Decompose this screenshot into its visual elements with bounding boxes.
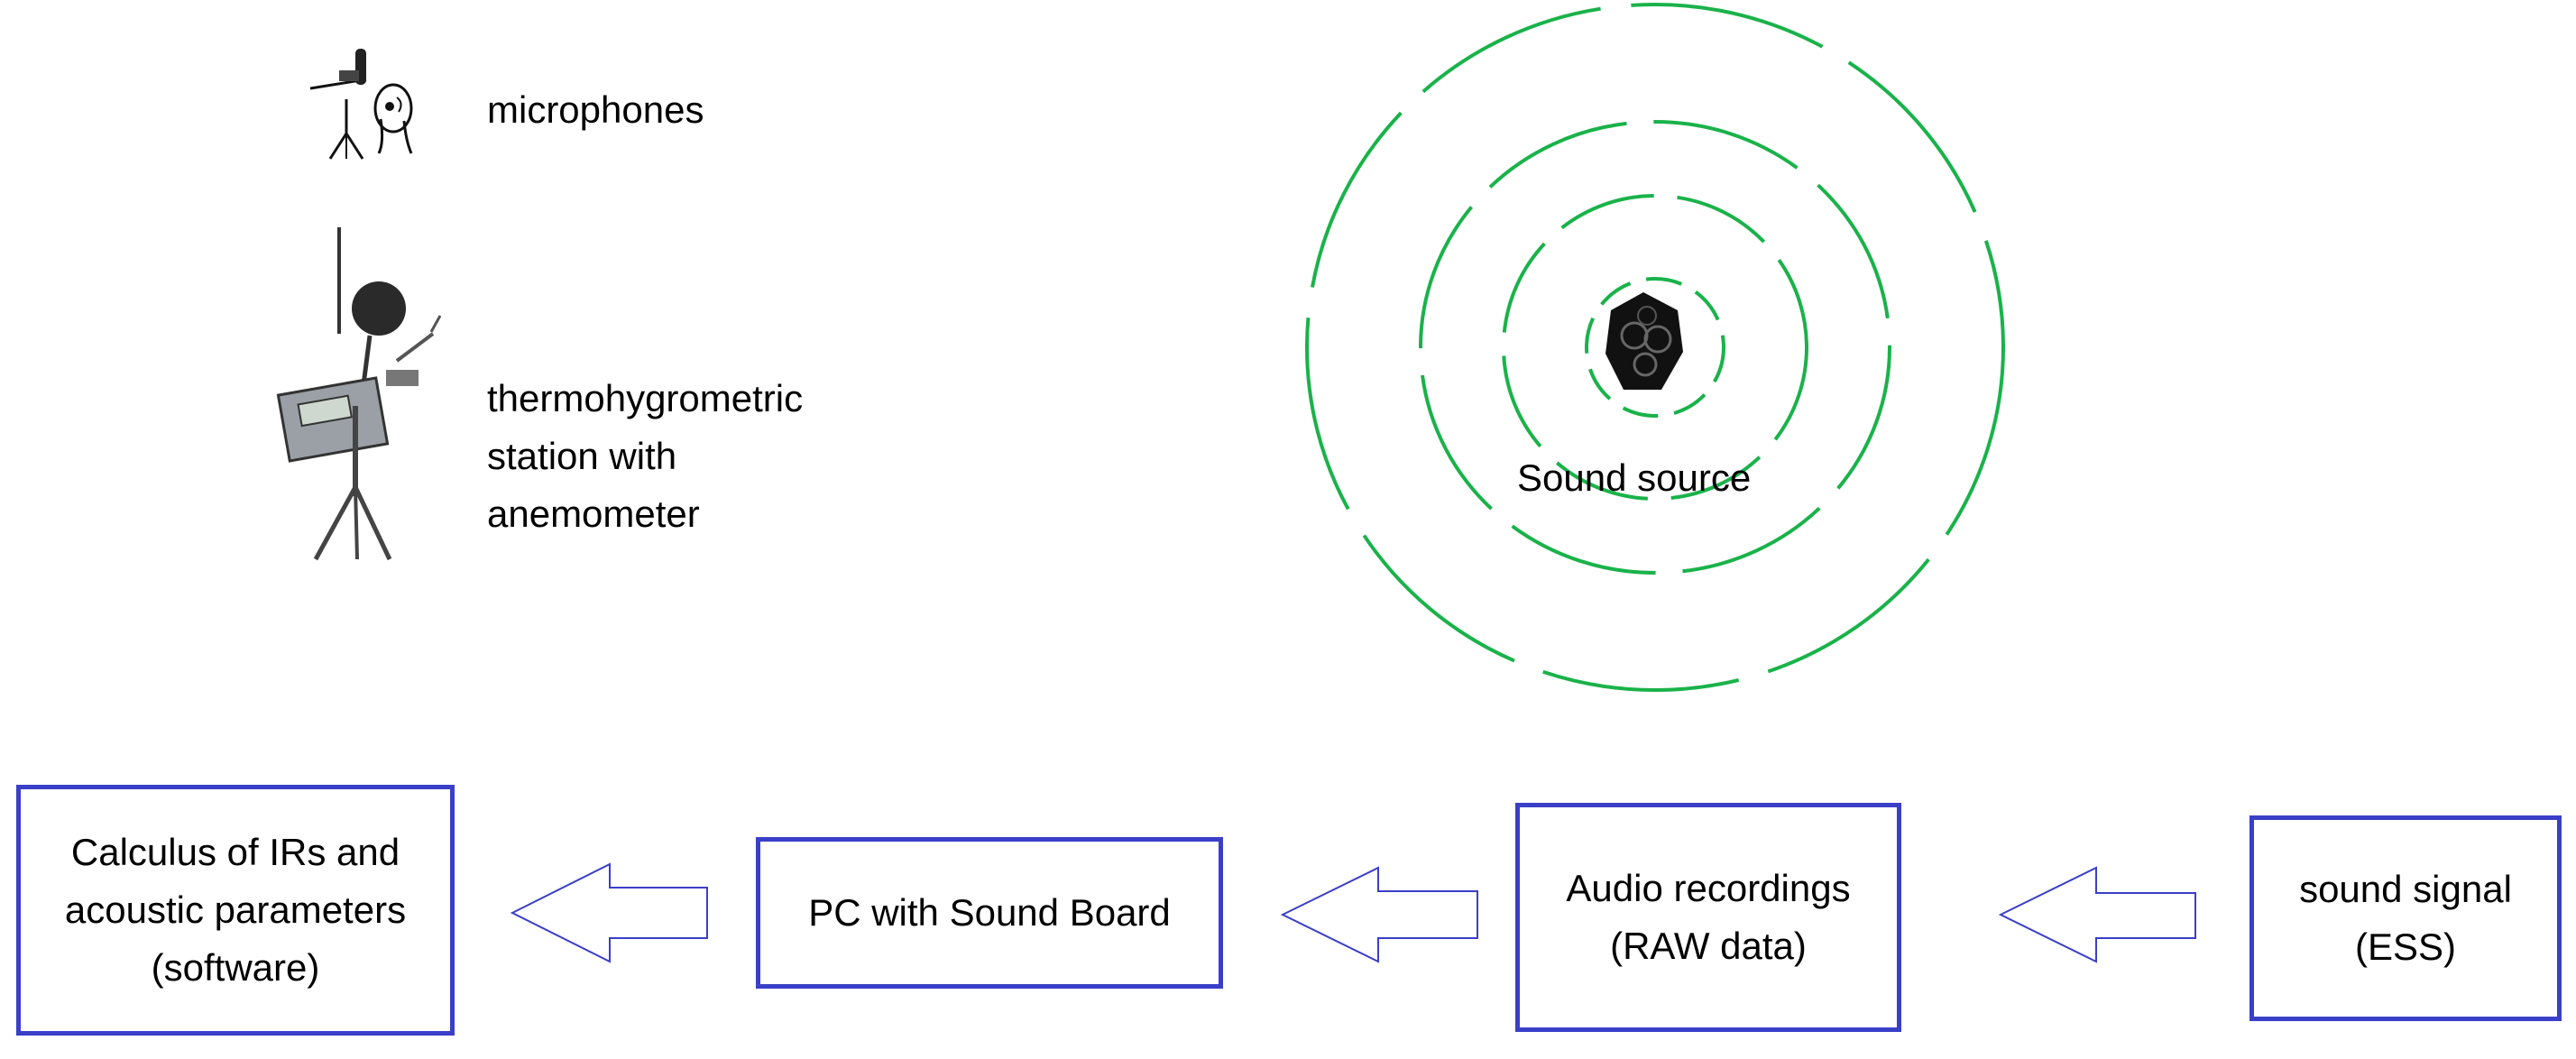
- weather-station-icon: [271, 226, 451, 561]
- sound-wave-ring: [1585, 277, 1725, 418]
- sound-signal-box: sound signal (ESS): [2249, 815, 2562, 1021]
- calculus-text: Calculus of IRs and acoustic parameters …: [64, 831, 407, 989]
- microphones-label: microphones: [487, 88, 704, 131]
- sound-wave-ring: [1419, 120, 1891, 575]
- station-label: thermohygrometric station with anemomete…: [487, 377, 804, 535]
- sound-source-label: Sound source: [1517, 456, 1752, 499]
- calculus-box: Calculus of IRs and acoustic parameters …: [16, 785, 455, 1036]
- arrow-signal-to-audio: [1998, 866, 2196, 963]
- loudspeaker-icon: [1602, 289, 1685, 395]
- sound-signal-text: sound signal (ESS): [2299, 868, 2512, 968]
- pc-box: PC with Sound Board: [756, 837, 1223, 989]
- arrow-pc-to-calculus: [510, 862, 708, 963]
- audio-recordings-box: Audio recordings (RAW data): [1515, 803, 1901, 1032]
- pc-text: PC with Sound Board: [808, 891, 1171, 934]
- arrow-audio-to-pc: [1280, 866, 1478, 963]
- sound-wave-ring: [1502, 194, 1808, 501]
- microphone-icon: [303, 34, 420, 161]
- audio-recordings-text: Audio recordings (RAW data): [1566, 867, 1851, 967]
- sound-wave-ring: [1305, 3, 2005, 692]
